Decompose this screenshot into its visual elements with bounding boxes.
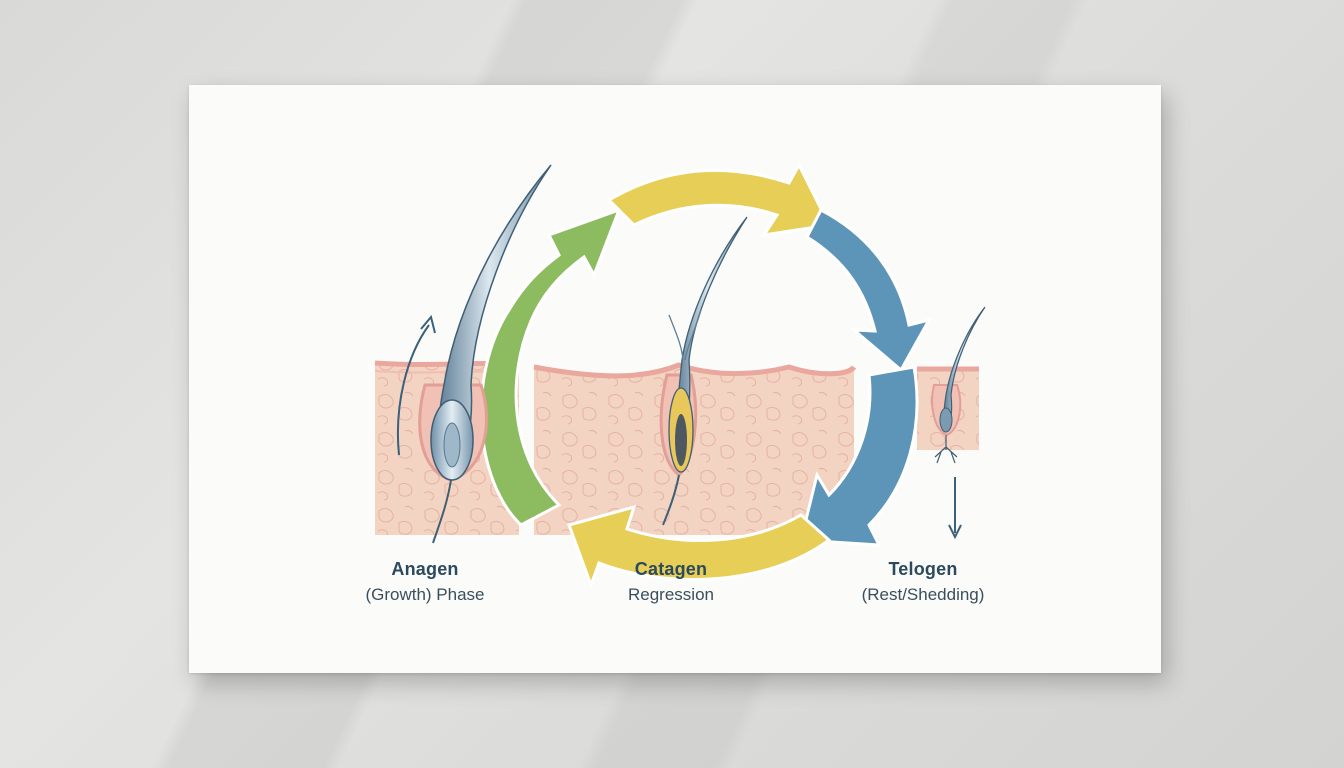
catagen-phase-description: Regression — [628, 585, 714, 604]
yellow-bottom-arrow — [567, 504, 832, 590]
anagen-hair-follicle — [418, 164, 552, 544]
telogen-phase-name: Telogen — [888, 559, 958, 579]
blue-right-bottom-arrow — [799, 365, 919, 547]
hair-cycle-diagram — [374, 161, 986, 590]
shedding-down-arrow — [948, 477, 962, 540]
anagen-phase-name: Anagen — [391, 559, 459, 579]
blue-right-top-arrow — [805, 207, 933, 373]
catagen-phase-name: Catagen — [634, 559, 708, 579]
anagen-phase-description: (Growth) Phase — [365, 585, 485, 604]
anagen-label: Anagen (Growth) Phase — [315, 559, 535, 605]
telogen-phase-description: (Rest/Shedding) — [861, 585, 985, 604]
growth-up-arrow — [396, 314, 436, 456]
telogen-hair-follicle — [931, 306, 986, 464]
catagen-hair-follicle — [659, 216, 748, 526]
catagen-label: Catagen Regression — [561, 559, 781, 605]
diagram-poster: Anagen (Growth) Phase Catagen Regression… — [189, 85, 1161, 673]
telogen-label: Telogen (Rest/Shedding) — [813, 559, 1033, 605]
skin-section-catagen — [533, 362, 857, 535]
yellow-top-arrow — [606, 161, 832, 237]
